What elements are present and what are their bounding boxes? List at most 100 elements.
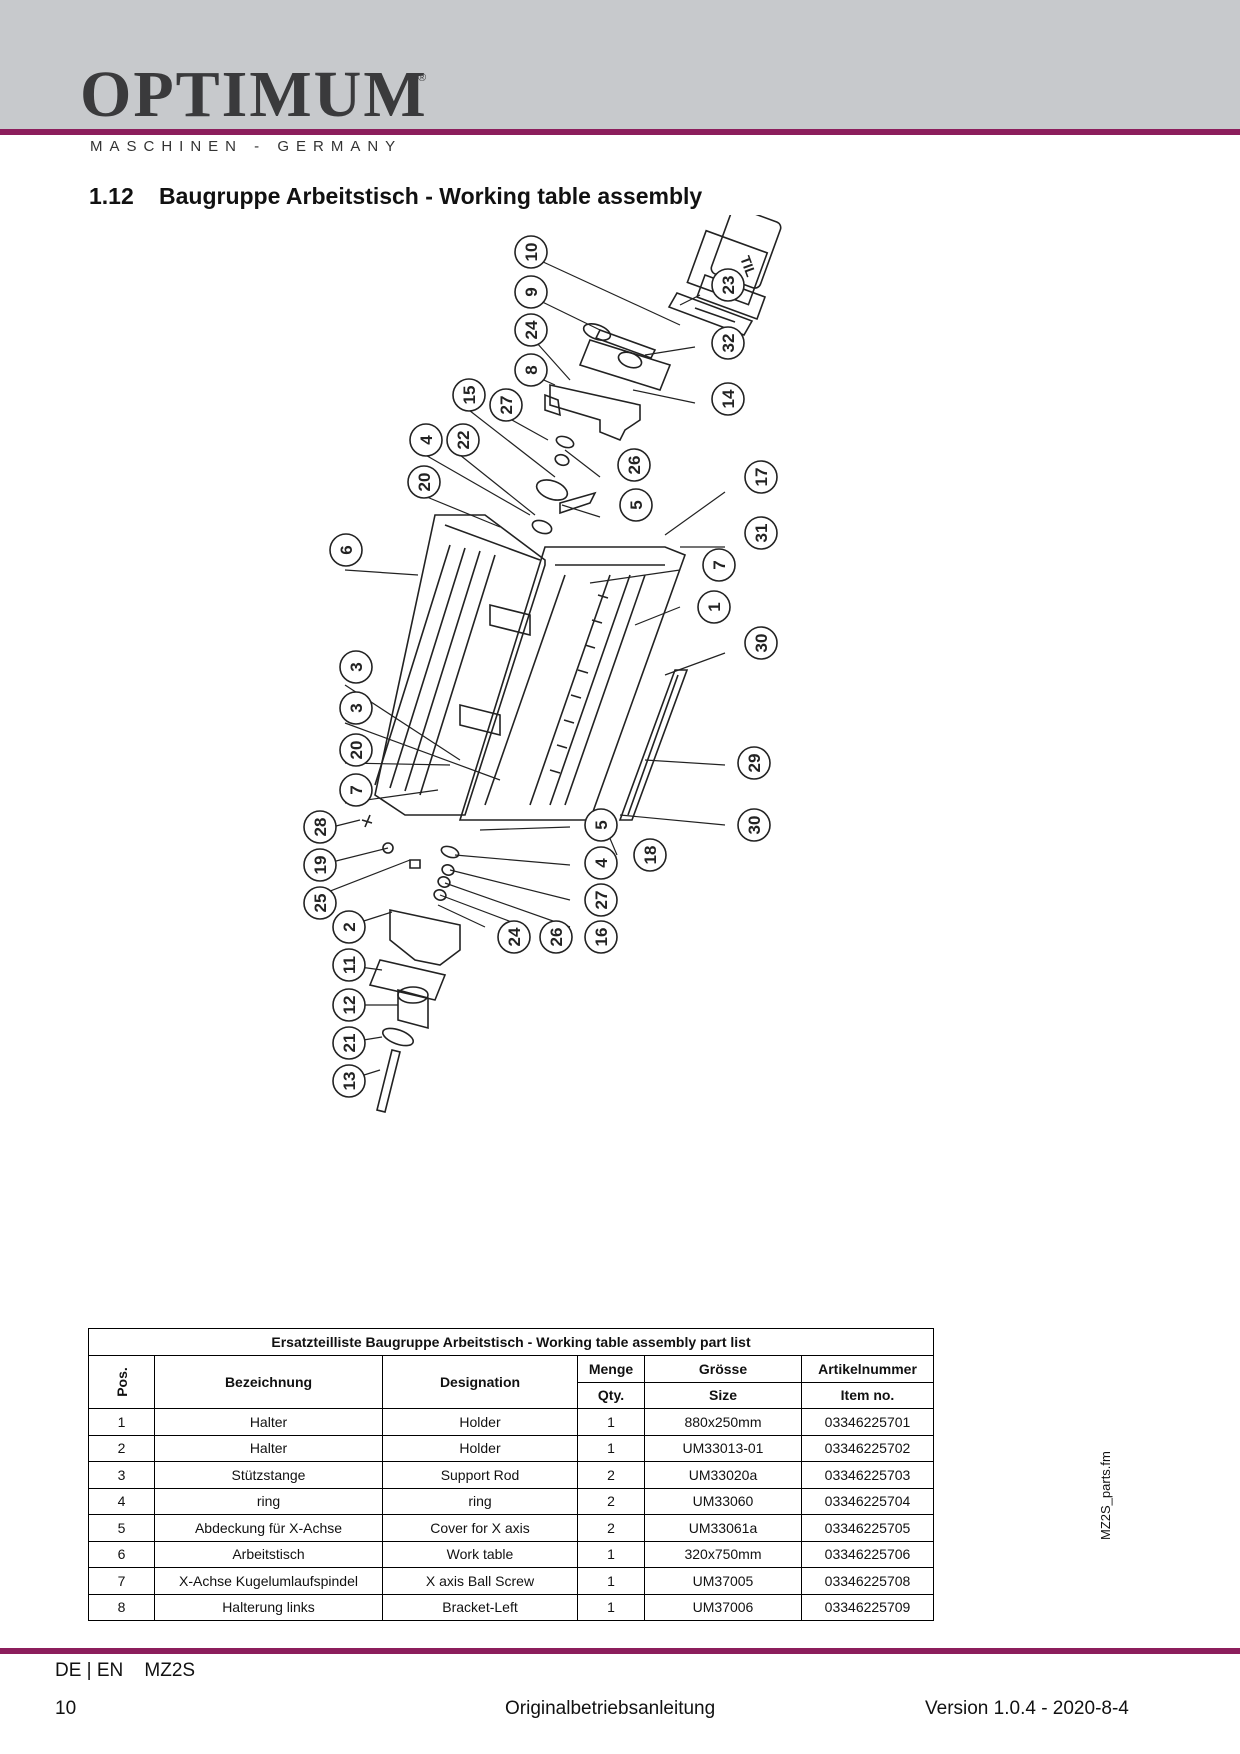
exploded-assembly-diagram: TIL	[303, 215, 782, 1113]
callout-label: 7	[347, 785, 366, 794]
callout-label: 20	[347, 741, 366, 760]
callout-label: 26	[547, 928, 566, 947]
callout-21: 21	[332, 1026, 366, 1060]
col-header-groesse: Grösse	[644, 1355, 802, 1383]
callout-label: 3	[347, 703, 366, 712]
callout-label: 24	[505, 927, 524, 946]
callout-12: 12	[332, 988, 366, 1022]
col-header-artikelnummer: Artikelnummer	[801, 1355, 934, 1383]
callout-label: 5	[592, 820, 611, 829]
callout-label: 15	[460, 386, 479, 405]
callout-29: 29	[737, 746, 771, 780]
callout-label: 26	[625, 456, 644, 475]
callout-4: 4	[409, 423, 443, 457]
section-number: 1.12	[89, 183, 134, 209]
callout-label: 1	[705, 602, 724, 611]
callout-13: 13	[332, 1064, 366, 1098]
callout-label: 29	[745, 754, 764, 773]
callout-label: 6	[337, 545, 356, 554]
motor-label: TIL	[737, 254, 759, 280]
callout-label: 8	[522, 365, 541, 374]
parts-list-table: Ersatzteilliste Baugruppe Arbeitstisch -…	[88, 1328, 934, 1621]
callout-27: 27	[584, 883, 618, 917]
file-name-note: MZ2S_parts.fm	[1098, 1451, 1113, 1540]
small-plate	[594, 329, 657, 359]
shaft	[376, 1049, 401, 1113]
col-header-size: Size	[644, 1381, 802, 1409]
callout-label: 4	[592, 858, 611, 868]
col-header-designation: Designation	[382, 1355, 578, 1409]
callout-label: 27	[497, 396, 516, 415]
registered-mark: ®	[418, 72, 427, 84]
col-header-qty: Qty.	[577, 1381, 645, 1409]
callout-22: 22	[446, 423, 480, 457]
callout-label: 16	[592, 928, 611, 947]
callout-23: 23	[711, 268, 745, 302]
bracket-lower	[389, 909, 461, 966]
callout-6: 6	[329, 533, 363, 567]
section-title: Baugruppe Arbeitstisch - Working table a…	[159, 183, 703, 209]
brand-subtitle: MASCHINEN - GERMANY	[90, 138, 403, 155]
callout-11: 11	[332, 948, 366, 982]
callout-27: 27	[489, 388, 523, 422]
callout-16: 16	[584, 920, 618, 954]
callout-15: 15	[452, 378, 486, 412]
holder-frame	[458, 546, 687, 821]
col-header-pos: Pos.	[88, 1355, 155, 1409]
guide-rail	[618, 669, 689, 821]
bearing-plate	[368, 959, 447, 1001]
header-band	[0, 0, 1240, 132]
callout-18: 18	[633, 838, 667, 872]
callout-20: 20	[407, 465, 441, 499]
callout-label: 7	[710, 560, 729, 569]
col-header-bezeichnung: Bezeichnung	[154, 1355, 383, 1409]
pulley	[535, 479, 569, 501]
callout-30: 30	[744, 626, 778, 660]
callout-4: 4	[584, 846, 618, 880]
callout-label: 30	[752, 634, 771, 653]
callout-24: 24	[497, 920, 531, 954]
callout-1: 1	[697, 590, 731, 624]
callout-label: 14	[719, 389, 738, 408]
document-type: Originalbetriebsanleitung	[505, 1698, 716, 1719]
section-heading: 1.12 Baugruppe Arbeitstisch - Working tab…	[89, 183, 702, 210]
callout-label: 19	[311, 856, 330, 875]
callout-19: 19	[303, 848, 337, 882]
callout-26: 26	[617, 448, 651, 482]
bearing-housing	[397, 988, 429, 1030]
callout-label: 4	[417, 435, 436, 445]
bracket-upper	[549, 384, 641, 442]
callout-label: 11	[340, 956, 359, 974]
callout-30: 30	[737, 808, 771, 842]
motor-plate	[578, 339, 672, 391]
callout-10: 10	[514, 235, 548, 269]
callout-label: 9	[522, 287, 541, 296]
callout-label: 10	[522, 243, 541, 262]
callout-label: 32	[719, 334, 738, 353]
footer-accent-rule	[0, 1648, 1240, 1654]
brand-logo: OPTIMUM	[80, 58, 428, 131]
callout-5: 5	[584, 808, 618, 842]
callout-label: 12	[340, 996, 359, 1015]
callout-14: 14	[711, 382, 745, 416]
callout-17: 17	[744, 460, 778, 494]
callout-label: 13	[340, 1072, 359, 1091]
callout-31: 31	[744, 516, 778, 550]
callout-label: 5	[627, 500, 646, 509]
callout-label: 18	[641, 846, 660, 865]
callout-label: 20	[415, 473, 434, 492]
col-header-item-no: Item no.	[801, 1381, 934, 1409]
table-caption: Ersatzteilliste Baugruppe Arbeitstisch -…	[88, 1328, 934, 1356]
callout-9: 9	[514, 275, 548, 309]
page-number: 10	[55, 1698, 77, 1719]
callout-24: 24	[514, 313, 548, 347]
callout-3: 3	[339, 650, 373, 684]
callout-label: 24	[522, 320, 541, 339]
